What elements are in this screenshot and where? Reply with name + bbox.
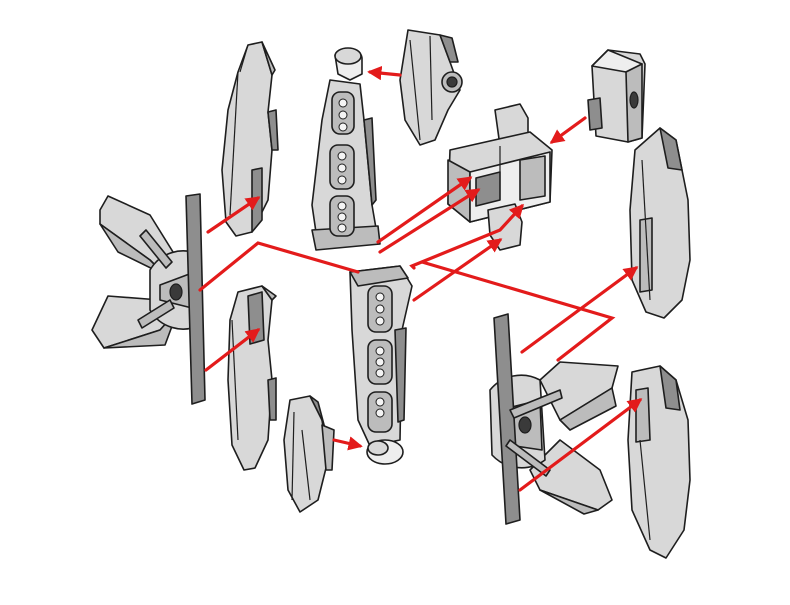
connector-line-binder-to-joint — [198, 241, 360, 292]
elbow-cover-lower — [283, 395, 335, 513]
small-cap-part — [587, 49, 646, 143]
shoulder-plate-upper-right — [629, 127, 691, 319]
arrow-frame-upper-to-joint-2 — [378, 188, 481, 254]
shoulder-plate-upper-left — [221, 41, 279, 237]
connector-line-frame-lower-to-joint — [409, 203, 524, 270]
shoulder-plate-lower-left — [227, 285, 277, 471]
arm-frame-lower — [349, 265, 413, 465]
arrow-binder-right-to-plate-lower — [518, 398, 643, 492]
arrow-frame-lower-to-joint — [412, 238, 503, 302]
shoulder-plate-lower-right — [627, 365, 691, 559]
connector-line-joint-to-right-binder — [420, 260, 616, 362]
arrow-binder-to-plate-upper-left — [206, 196, 261, 234]
arrow-elbow-lower-to-frame — [332, 436, 363, 451]
arrow-frame-upper-to-joint-1 — [376, 176, 473, 244]
elbow-cover-upper — [399, 29, 463, 146]
assembly-arrows — [198, 65, 643, 492]
arm-frame-upper — [311, 47, 381, 251]
wing-binder-right — [489, 313, 619, 525]
arrow-binder-right-to-plate-upper — [520, 266, 639, 354]
arrow-elbow-to-frame-upper — [367, 65, 402, 81]
arrow-cap-to-joint — [549, 116, 587, 144]
arrow-binder-to-plate-lower-left — [204, 328, 261, 372]
wing-binder-left — [91, 193, 206, 405]
